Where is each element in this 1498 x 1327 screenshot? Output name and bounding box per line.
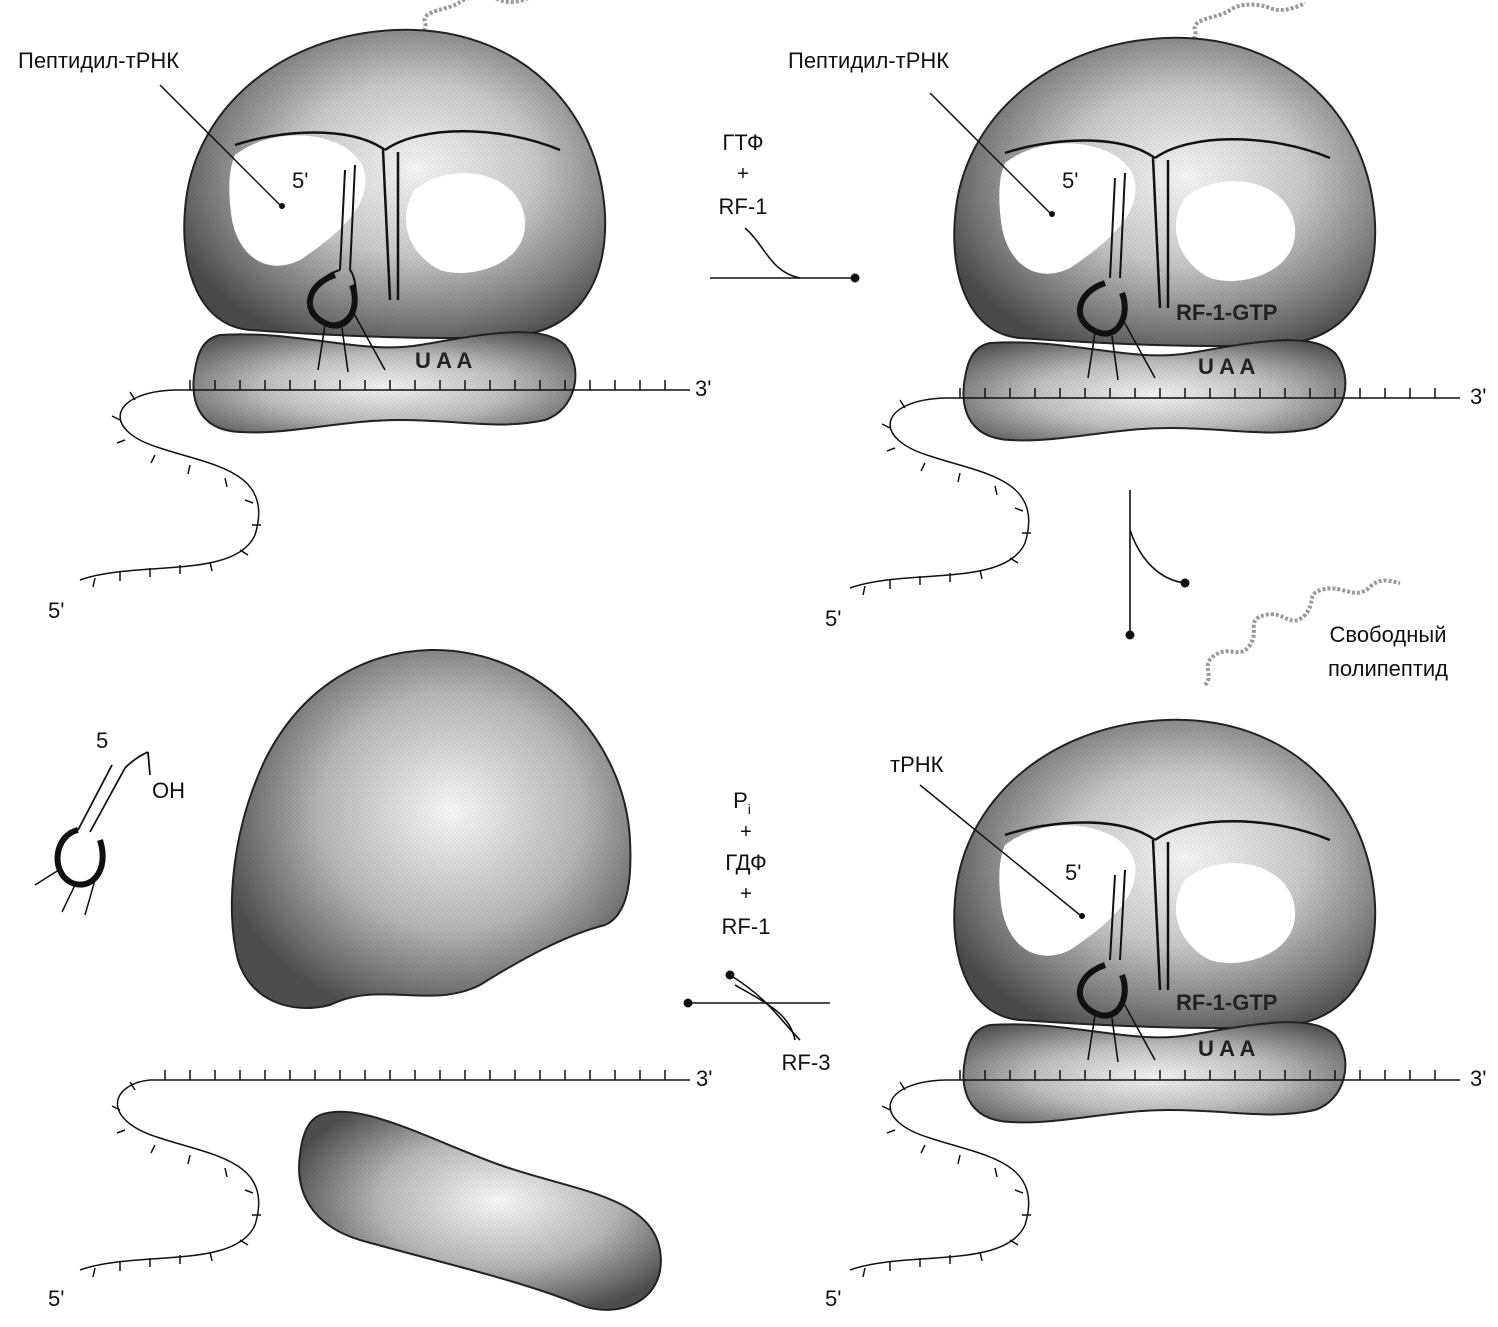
step3-input-curve — [735, 985, 795, 1040]
label-free-polypeptide-2: полипептид — [1328, 656, 1448, 681]
label-peptidyl-trna: Пептидил-тРНК — [788, 48, 949, 73]
step3-gdp: ГДФ — [725, 850, 767, 875]
label-rf1-gtp: RF-1-GTP — [1176, 300, 1277, 325]
label-mrna-3prime: 3' — [1470, 1066, 1486, 1091]
step1-input-curve — [745, 228, 800, 278]
label-trna: тРНК — [890, 752, 944, 777]
label-mrna-5prime: 5' — [825, 606, 841, 631]
step1-gtp: ГТФ — [722, 130, 763, 155]
a-site-cavity — [406, 173, 525, 273]
step3-pi: Pi — [733, 788, 751, 817]
step1-plus: + — [737, 163, 749, 185]
label-mrna-3prime: 3' — [1470, 384, 1486, 409]
label-trna-5prime: 5' — [1065, 860, 1081, 885]
step3-reaction: Pi + ГДФ + RF-1 RF-3 — [688, 788, 830, 1075]
step3-rf3: RF-3 — [782, 1050, 831, 1075]
label-mrna-5prime: 5' — [48, 1286, 64, 1311]
label-trna-5prime: 5' — [1062, 168, 1078, 193]
codon-uaa: U A A — [1198, 1036, 1256, 1061]
panel-bottom-right: тРНК 5' RF-1-GTP U A A 3' 5' — [825, 720, 1486, 1311]
step2-output-curve — [1130, 530, 1185, 583]
panel-top-left: Пептидил-тРНК 5' U A A 3' 5' — [18, 0, 711, 623]
label-mrna-5prime: 5' — [48, 598, 64, 623]
panel-bottom-left: 5 OH 3' 5' — [35, 650, 712, 1311]
label-mrna-3prime: 3' — [695, 376, 711, 401]
step3-rf1: RF-1 — [722, 914, 771, 939]
released-trna: 5 OH — [35, 728, 185, 915]
label-trna-5prime: 5' — [292, 168, 308, 193]
step3-output-curve — [730, 975, 800, 1040]
label-trna-oh: OH — [152, 778, 185, 803]
step1-rf1: RF-1 — [719, 194, 768, 219]
step3-plus-1: + — [740, 821, 752, 843]
step3-plus-2: + — [740, 883, 752, 905]
label-peptidyl-trna: Пептидил-тРНК — [18, 48, 179, 73]
label-mrna-3prime: 3' — [696, 1066, 712, 1091]
label-free-polypeptide-1: Свободный — [1329, 622, 1446, 647]
label-mrna-5prime: 5' — [825, 1286, 841, 1311]
codon-uaa: U A A — [415, 348, 473, 373]
step1-reaction: ГТФ + RF-1 — [710, 130, 855, 278]
step2-reaction: Свободный полипептид — [1130, 490, 1448, 685]
panel-top-right: Пептидил-тРНК 5' RF-1-GTP U A A 3' 5' — [788, 3, 1486, 631]
label-trna-5: 5 — [96, 728, 108, 753]
codon-uaa: U A A — [1198, 354, 1256, 379]
label-rf1-gtp: RF-1-GTP — [1176, 990, 1277, 1015]
